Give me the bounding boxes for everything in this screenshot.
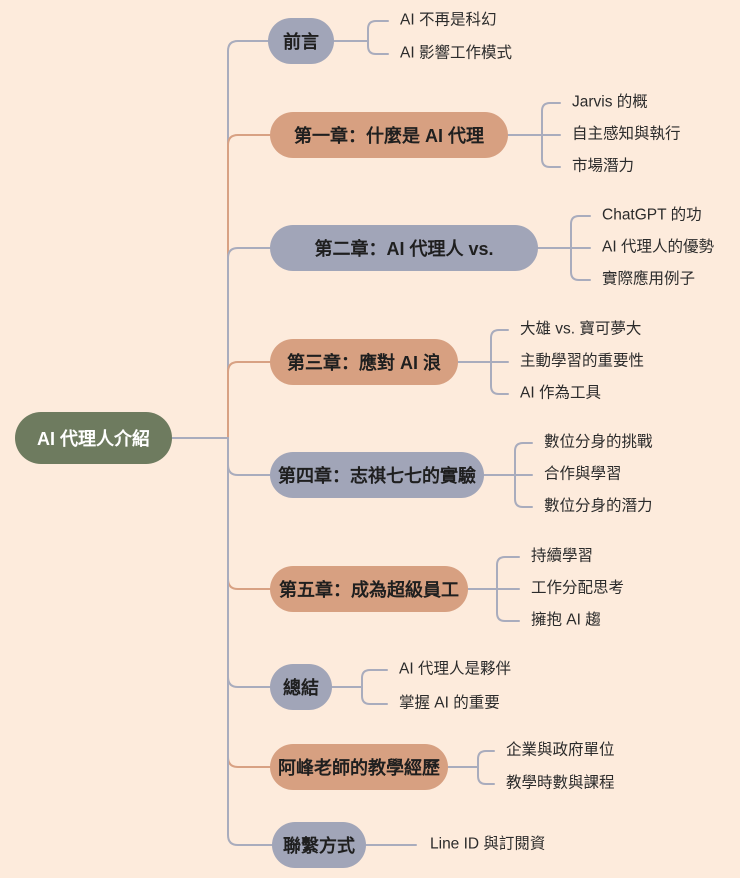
- child-topic[interactable]: 合作與學習: [544, 465, 622, 483]
- child-topic[interactable]: AI 影響工作模式: [400, 44, 512, 62]
- branch-node-label: 阿峰老師的教學經歷: [278, 758, 440, 778]
- branch-node-label: 總結: [283, 678, 319, 698]
- child-topic[interactable]: 數位分身的挑戰: [544, 433, 653, 451]
- branch-node-preface[interactable]: 前言: [268, 18, 334, 64]
- child-topic[interactable]: 掌握 AI 的重要: [399, 694, 500, 712]
- branch-node-chapter4[interactable]: 第四章：志祺七七的實驗: [270, 452, 484, 498]
- root-node[interactable]: AI 代理人介紹: [15, 412, 172, 464]
- child-topic[interactable]: 擁抱 AI 趨: [531, 611, 601, 629]
- main-connector-ch4: [171, 437, 271, 476]
- child-topic[interactable]: 大雄 vs. 寶可夢大: [520, 320, 642, 338]
- main-connector-ch3: [171, 361, 271, 439]
- child-topic[interactable]: AI 不再是科幻: [400, 11, 497, 29]
- child-topic[interactable]: 工作分配思考: [531, 579, 625, 597]
- child-topic[interactable]: 企業與政府單位: [506, 741, 615, 759]
- child-topic[interactable]: 實際應用例子: [602, 270, 696, 288]
- branch-node-label: 第四章：志祺七七的實驗: [278, 466, 476, 486]
- branch-node-chapter2[interactable]: 第二章：AI 代理人 vs.: [270, 225, 538, 271]
- child-topic[interactable]: 市場潛力: [572, 157, 635, 175]
- child-connector-ch2: [537, 215, 591, 281]
- branch-node-summary[interactable]: 總結: [270, 664, 332, 710]
- child-topic[interactable]: 教學時數與課程: [506, 774, 615, 792]
- branch-node-label: 前言: [283, 32, 319, 52]
- child-topic[interactable]: AI 代理人是夥伴: [399, 660, 511, 678]
- child-topic[interactable]: Line ID 與訂閱資: [430, 835, 546, 853]
- child-connector-ch4: [483, 442, 533, 508]
- child-connector-ch3: [457, 329, 509, 395]
- branch-node-teaching[interactable]: 阿峰老師的教學經歷: [270, 744, 448, 790]
- main-connector-ch2: [171, 247, 271, 439]
- main-connector-ch1: [171, 134, 271, 439]
- child-connector-preface: [333, 20, 389, 55]
- child-topic[interactable]: 自主感知與執行: [572, 125, 681, 143]
- branch-node-chapter3[interactable]: 第三章：應對 AI 浪: [270, 339, 458, 385]
- child-topic[interactable]: AI 代理人的優勢: [602, 238, 714, 256]
- branch-node-chapter1[interactable]: 第一章：什麼是 AI 代理: [270, 112, 508, 158]
- child-topic[interactable]: AI 作為工具: [520, 384, 601, 402]
- child-connector-ch1: [507, 102, 561, 168]
- child-topic[interactable]: ChatGPT 的功: [602, 206, 702, 224]
- branch-node-label: 第五章：成為超級員工: [279, 580, 459, 600]
- branch-node-chapter5[interactable]: 第五章：成為超級員工: [270, 566, 468, 612]
- branch-node-label: 第二章：AI 代理人 vs.: [314, 239, 494, 259]
- branch-node-label: 聯繫方式: [283, 836, 355, 856]
- child-topic[interactable]: 數位分身的潛力: [544, 497, 653, 515]
- child-topic[interactable]: 主動學習的重要性: [520, 352, 645, 370]
- branch-node-label: 第三章：應對 AI 浪: [286, 353, 441, 373]
- main-connector-contact: [171, 437, 273, 846]
- root-node-label: AI 代理人介紹: [36, 429, 150, 449]
- child-topic[interactable]: Jarvis 的概: [572, 93, 648, 111]
- branch-node-label: 第一章：什麼是 AI 代理: [293, 126, 484, 146]
- child-connector-teaching: [447, 750, 495, 785]
- main-connector-summary: [171, 437, 271, 688]
- child-connector-ch5: [467, 556, 520, 622]
- branch-node-contact[interactable]: 聯繫方式: [272, 822, 366, 868]
- main-connector-preface: [171, 40, 269, 439]
- main-connector-ch5: [171, 437, 271, 590]
- child-topic[interactable]: 持續學習: [531, 547, 594, 565]
- main-connector-teaching: [171, 437, 271, 768]
- child-connector-summary: [331, 669, 388, 705]
